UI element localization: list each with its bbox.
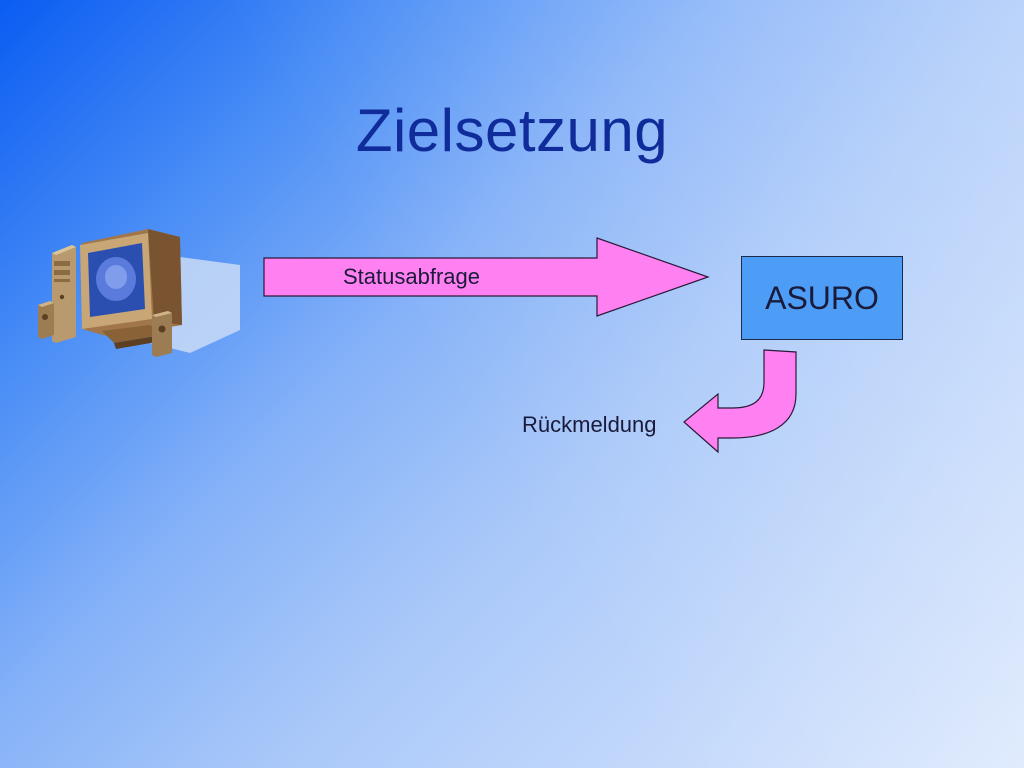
status-request-arrow — [263, 237, 710, 317]
feedback-label: Rückmeldung — [522, 412, 657, 437]
desktop-computer-icon — [38, 229, 240, 357]
feedback-arrow — [683, 349, 797, 454]
asuro-label: ASURO — [765, 279, 879, 316]
slide-title: Zielsetzung — [355, 97, 669, 164]
status-request-label: Statusabfrage — [343, 264, 480, 289]
asuro-box: ASURO — [741, 256, 903, 340]
